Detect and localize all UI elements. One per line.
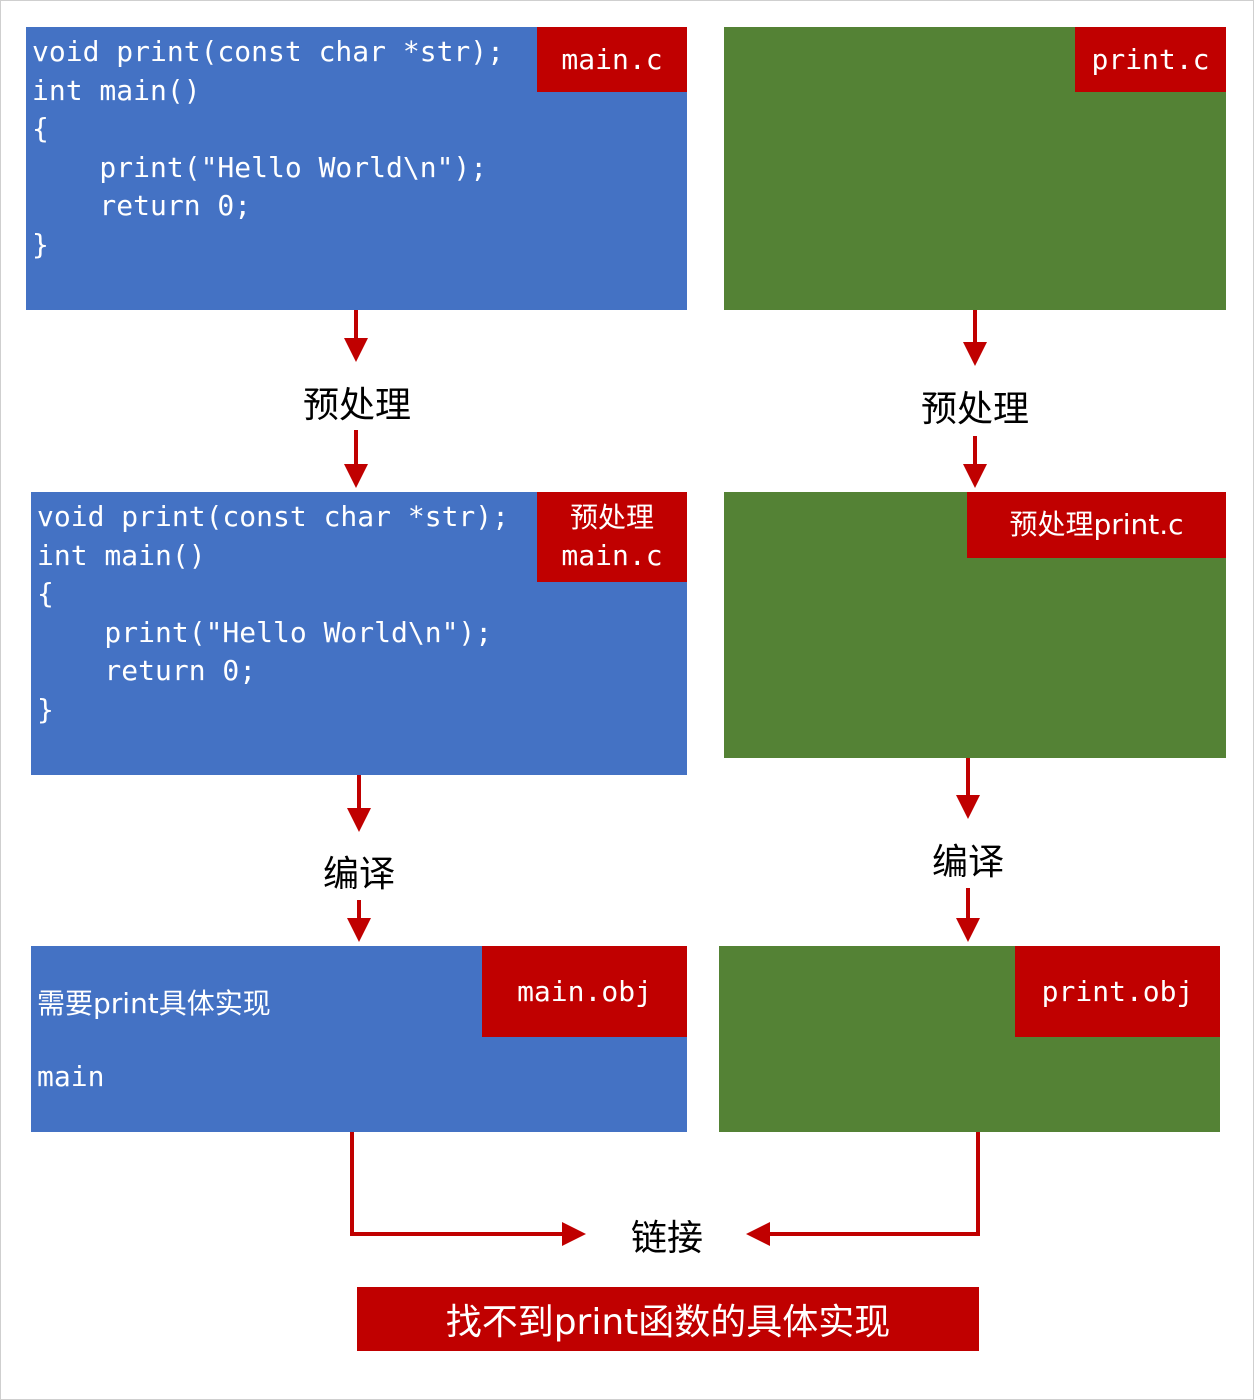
arrow-print-obj-to-link (746, 1132, 980, 1246)
left-preprocess-label: 预处理 (302, 385, 411, 426)
main-c-block: void print(const char *str); int main() … (26, 27, 687, 310)
main-c-tag: main.c (537, 27, 687, 92)
main-c-code: void print(const char *str); int main() … (32, 35, 505, 261)
right-compile-label: 编译 (931, 842, 1004, 883)
preprocessed-main-c-code: void print(const char *str); int main() … (37, 500, 510, 726)
right-preprocess-label: 预处理 (920, 389, 1029, 430)
main-obj-needs-text: 需要print具体实现 (37, 987, 271, 1020)
print-obj-block: print.obj (719, 946, 1220, 1132)
preprocessed-main-c-block: void print(const char *str); int main() … (31, 492, 687, 775)
preprocessed-main-c-tag: 预处理 main.c (537, 492, 687, 582)
print-c-tag: print.c (1075, 27, 1226, 92)
main-obj-symbol: main (37, 1060, 105, 1093)
main-obj-block: 需要print具体实现 main main.obj (31, 946, 687, 1132)
main-obj-tag: main.obj (482, 946, 687, 1037)
print-c-block: print.c (724, 27, 1226, 310)
arrow-main-obj-to-link (350, 1132, 586, 1246)
preprocessed-print-c-block: 预处理print.c (724, 492, 1226, 758)
link-label: 链接 (630, 1218, 703, 1259)
print-obj-tag: print.obj (1015, 946, 1220, 1037)
preprocessed-print-c-tag: 预处理print.c (967, 492, 1226, 558)
left-compile-label: 编译 (322, 854, 395, 895)
link-error-banner: 找不到print函数的具体实现 (357, 1287, 979, 1351)
